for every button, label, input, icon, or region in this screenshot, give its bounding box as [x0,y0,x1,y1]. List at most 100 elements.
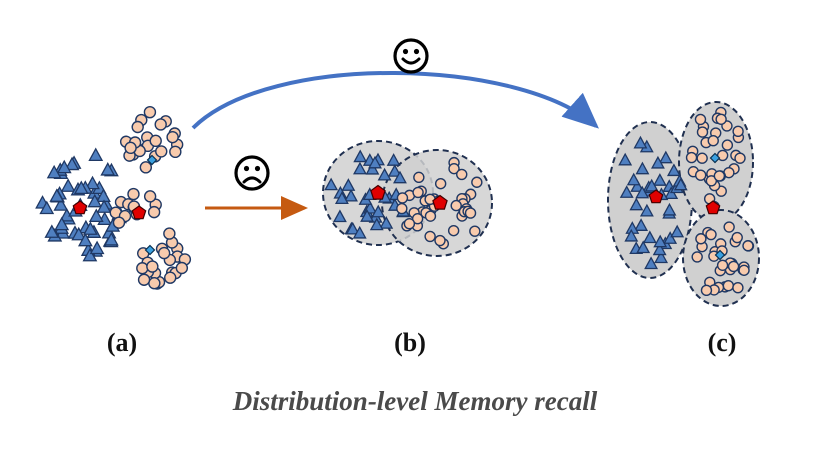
circle-point [157,246,171,260]
triangle-point [352,225,367,239]
triangle-point [652,173,667,186]
triangle-point [96,199,112,213]
triangle-point [345,221,360,235]
circle-point [147,205,161,219]
circle-point [696,126,709,138]
circle-point [731,231,743,244]
cluster-c-triangles [607,121,693,279]
triangle-point [44,224,60,238]
panel-label-a: (a) [106,328,138,357]
triangle-point [635,161,650,175]
triangle-point [53,197,69,211]
triangle-point [87,193,103,208]
circle-point [163,227,176,240]
circle-point [166,130,179,144]
triangle-point [60,178,76,192]
triangle-point [46,164,62,179]
triangle-point [642,230,657,244]
circle-point [155,145,168,158]
triangle-point [89,240,105,255]
circle-point [722,279,735,292]
panel-label-c: (c) [707,328,737,357]
circle-point [149,134,162,148]
circle-point [434,234,446,247]
triangle-point [77,232,93,247]
circle-point [411,213,424,225]
triangle-point [56,159,72,174]
circle-point [691,251,703,263]
circle-point [131,120,144,134]
prototype-pentagon-a1 [72,200,88,215]
prototype-pentagon-c2 [705,200,721,215]
circle-point [721,139,734,151]
triangle-point [634,218,649,231]
circle-point [716,259,729,271]
triangle-point [324,177,339,191]
circle-point [695,169,707,181]
circle-point [732,125,744,138]
circle-point [685,151,698,164]
circle-point [456,168,468,181]
circle-point [136,262,149,275]
frowning-face-icon [234,155,270,191]
circle-point [424,230,436,243]
circle-point [715,113,727,125]
triangle-point [673,177,688,191]
circle-point [727,260,740,273]
data-points [35,105,755,297]
triangle-point [64,156,80,171]
triangle-point [73,180,89,195]
triangle-point [387,164,402,177]
triangle-point [630,179,645,192]
triangle-point [49,188,65,202]
circle-point [695,233,707,245]
circle-point [146,260,159,273]
circle-point [705,228,717,241]
triangle-point [644,256,659,270]
triangle-point [377,167,392,181]
triangle-point [633,135,648,149]
triangle-point [344,188,358,202]
triangle-point [368,155,382,169]
circle-point [696,152,708,164]
triangle-point [360,209,375,222]
circle-point [424,210,437,222]
triangle-point [624,228,639,242]
triangle-point [39,200,55,215]
circle-point [403,218,416,230]
circle-point [742,240,754,252]
panel-label-b: (b) [394,328,426,357]
sub-prototype-diamond-c2 [714,249,726,261]
circle-point [447,224,460,237]
triangle-point [100,162,116,176]
triangle-point [88,208,104,222]
triangle-point [663,231,678,244]
triangle-point [353,149,368,163]
prototype-pentagon-a2 [131,205,147,220]
circle-point [694,113,707,126]
triangle-point [353,161,367,175]
triangle-point [658,150,673,164]
triangle-point [635,185,650,199]
triangle-point [386,153,401,166]
circle-point [471,176,483,188]
triangle-point [341,178,356,191]
triangle-point [652,242,667,256]
prototype-pentagon-c1 [648,189,664,204]
triangle-point [83,221,98,235]
circle-point [732,281,744,294]
circle-point [164,271,177,284]
triangle-point [332,209,347,223]
sub-prototype-diamond-c1 [709,152,721,164]
triangle-point [82,247,98,262]
top-arrow [191,71,599,130]
circle-point [148,277,161,290]
triangle-point [393,170,407,184]
circle-point [448,162,460,175]
triangle-point [666,163,681,177]
circle-point [396,192,409,204]
triangle-point [629,197,644,211]
triangle-point [369,217,384,231]
